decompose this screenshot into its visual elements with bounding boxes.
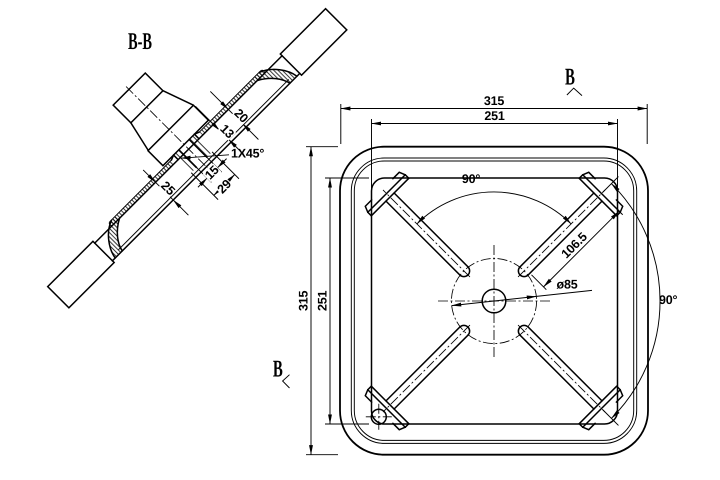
plate-outer-edge	[339, 145, 649, 456]
dim-outer-height-label: 315	[297, 291, 311, 312]
plan-view: 106.5 315 251 315	[273, 64, 678, 456]
section-view-title: B-B	[128, 29, 152, 55]
dim-inner-height: 251	[316, 177, 369, 425]
dim-angle-right: 90°	[611, 183, 678, 419]
dim-outer-width: 315	[340, 94, 648, 144]
plate-rim-line-1	[350, 157, 638, 444]
section-chamfer-label: 1X45°	[231, 147, 264, 161]
dim-center-diameter-label: ø85	[557, 278, 578, 292]
section-chamfer-note: 1X45°	[180, 147, 265, 161]
section-mark-bottom: B	[273, 356, 290, 389]
plate-rim-line-2	[353, 160, 635, 441]
dim-outer-width-label: 315	[484, 94, 505, 108]
section-mark-bottom-label: B	[273, 356, 283, 382]
dim-angle-right-label: 90°	[659, 293, 678, 307]
dim-outer-height: 315	[297, 146, 338, 456]
section-dim-20	[209, 91, 259, 140]
section-mark-top: B	[565, 64, 583, 96]
dim-center-diameter: ø85	[451, 278, 593, 307]
section-hub-tower	[112, 71, 210, 169]
section-left-rim-cap	[46, 240, 116, 309]
section-right-rim-cap	[279, 7, 348, 77]
dim-inner-height-label: 251	[316, 291, 330, 312]
dim-angle-top-label: 90°	[462, 172, 481, 186]
corner-hole	[365, 403, 392, 430]
section-mark-top-label: B	[565, 64, 575, 90]
section-view-b-b: 25 13 20 15 29 1X45°	[46, 7, 348, 309]
dim-angle-top: 90°	[416, 172, 572, 225]
dim-inner-width-label: 251	[484, 109, 505, 123]
